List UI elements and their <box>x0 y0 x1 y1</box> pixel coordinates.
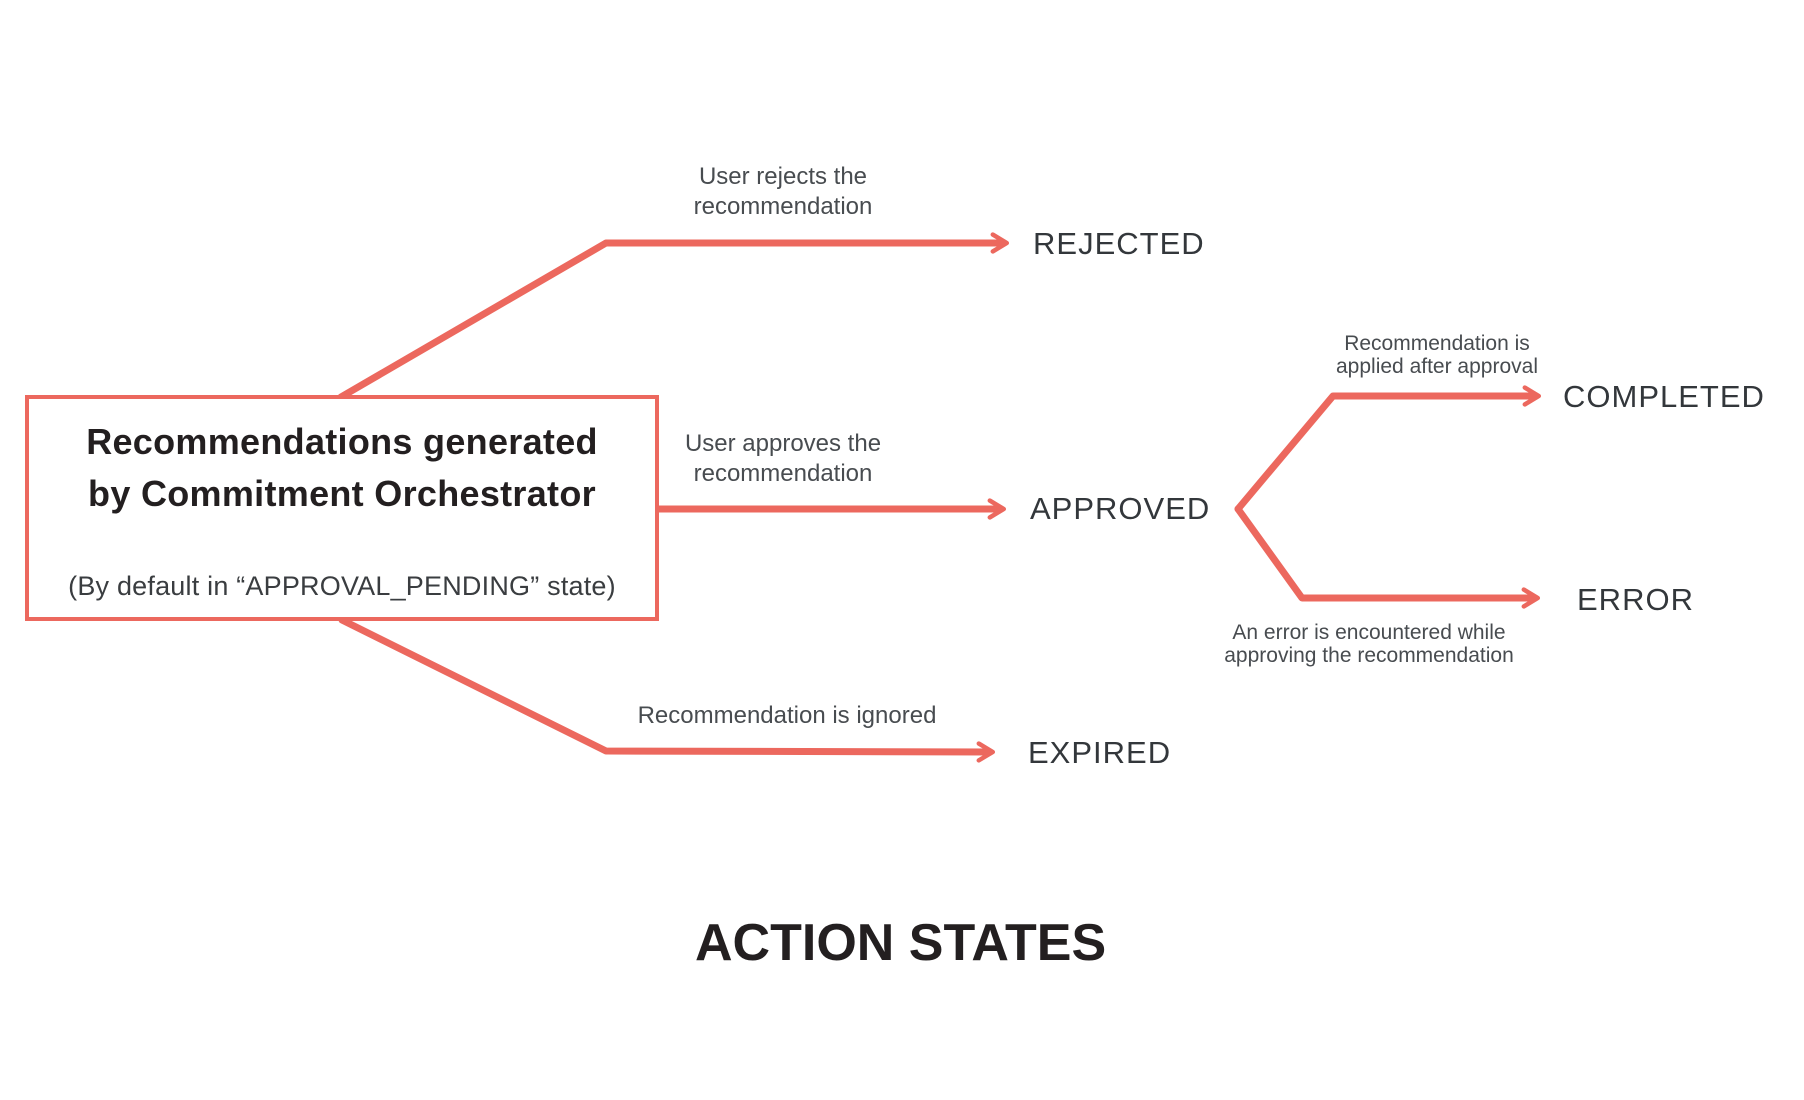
state-expired: EXPIRED <box>1028 735 1172 770</box>
edge-label-approve-line1: User approves the <box>684 430 882 457</box>
edge-label-reject-line1: User rejects the <box>698 163 868 190</box>
edge-label-error-line1: An error is encountered while <box>1232 621 1506 644</box>
edge-label-reject: User rejects the recommendation <box>694 162 873 222</box>
source-box: Recommendations generated by Commitment … <box>25 395 659 621</box>
edge-label-error: An error is encountered while approving … <box>1224 621 1514 667</box>
edge-label-complete-line1: Recommendation is <box>1344 332 1530 355</box>
edge-error-line <box>1234 505 1541 609</box>
state-rejected: REJECTED <box>1033 226 1205 261</box>
edge-label-approve-line2: recommendation <box>693 460 873 487</box>
source-box-title-line1: Recommendations generated <box>86 421 598 462</box>
edge-label-expire: Recommendation is ignored <box>638 701 937 731</box>
edge-label-reject-line2: recommendation <box>693 193 873 220</box>
source-box-title-line2: by Commitment Orchestrator <box>88 473 596 514</box>
diagram-title: ACTION STATES <box>695 914 1107 972</box>
edge-completed-line <box>1234 385 1542 513</box>
edge-expired-line <box>338 616 996 763</box>
state-approved: APPROVED <box>1030 491 1211 526</box>
state-error: ERROR <box>1577 582 1694 617</box>
edge-label-expire-line1: Recommendation is ignored <box>637 702 937 729</box>
state-completed: COMPLETED <box>1563 379 1765 414</box>
edge-rejected-line <box>337 232 1010 401</box>
edge-label-error-line2: approving the recommendation <box>1224 644 1514 667</box>
edge-label-complete-line2: applied after approval <box>1336 355 1538 378</box>
edge-label-approve: User approves the recommendation <box>685 429 881 489</box>
source-box-title: Recommendations generated by Commitment … <box>29 416 655 520</box>
source-box-note: (By default in “APPROVAL_PENDING” state) <box>68 571 616 601</box>
edge-label-complete: Recommendation is applied after approval <box>1336 332 1538 378</box>
